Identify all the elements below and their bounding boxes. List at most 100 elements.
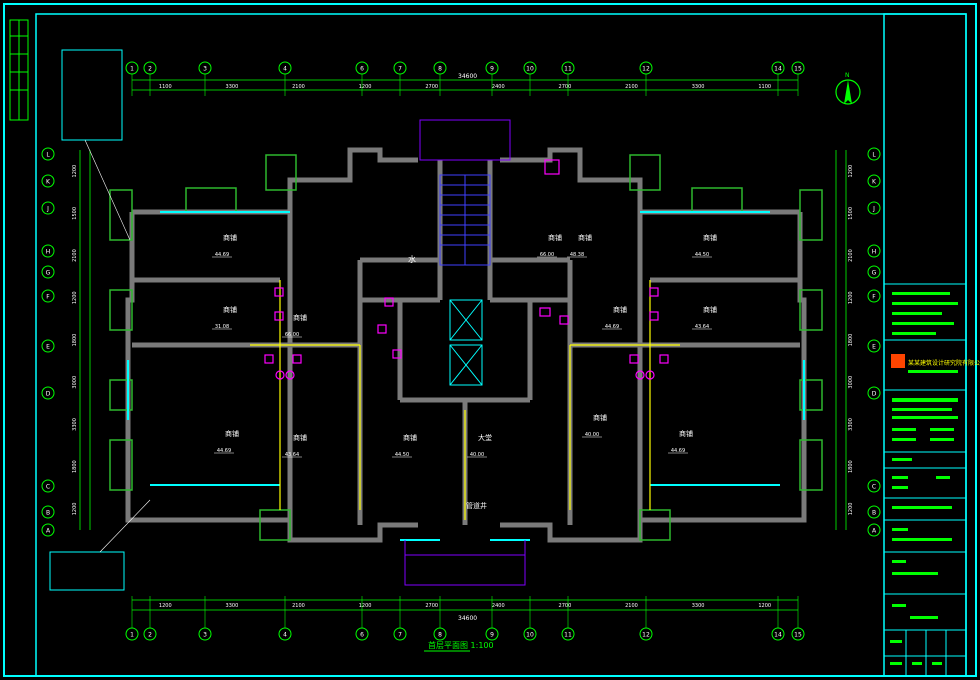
svg-text:15: 15 [794,632,802,639]
room-labels: 商铺44.69商铺31.08商铺44.69商铺43.64商铺44.50商铺66.… [212,233,717,458]
svg-text:A: A [46,528,51,535]
svg-text:商铺: 商铺 [225,429,239,438]
axis-bubble-right: K [867,174,881,188]
overall-dimension-top: 34600 [458,73,477,80]
dimension-label: 2100 [72,249,78,262]
svg-text:4: 4 [283,632,287,639]
svg-text:44.50: 44.50 [395,452,409,458]
sanitary-fixtures [264,159,669,380]
svg-text:J: J [872,206,875,213]
svg-text:8: 8 [438,66,442,73]
dimension-label: 1100 [159,84,172,90]
svg-text:8: 8 [438,632,442,639]
dimension-label: 2100 [292,603,305,609]
axis-bubble-right: J [867,201,881,215]
svg-text:商铺: 商铺 [613,305,627,314]
dimension-label: 1800 [848,334,854,347]
dimension-label: 2400 [492,603,505,609]
dimension-label: 1100 [758,84,771,90]
dimension-label: 1200 [359,603,372,609]
dimension-label: 1200 [848,503,854,516]
overall-dimension-bottom: 34600 [458,615,477,622]
dimension-label: 3000 [848,376,854,389]
svg-text:40.00: 40.00 [470,452,484,458]
svg-text:商铺: 商铺 [293,433,307,442]
svg-text:商铺: 商铺 [593,413,607,422]
svg-text:大堂: 大堂 [478,433,492,442]
water-label: 水 [408,254,416,264]
axis-bubble-left: E [41,339,55,353]
svg-text:66.00: 66.00 [540,252,554,258]
svg-text:D: D [872,391,877,398]
company-name: 某某建筑设计研究院有限公司 [908,359,980,367]
drawing-title: 首层平面图 1:100 [428,640,494,650]
dimension-label: 1800 [72,334,78,347]
svg-text:44.69: 44.69 [671,448,685,454]
svg-text:66.00: 66.00 [285,332,299,338]
svg-text:44.50: 44.50 [695,252,709,258]
axis-bubble-left: F [41,289,55,303]
svg-text:J: J [46,206,49,213]
room-label: 大堂 40.00 [467,433,492,458]
svg-text:C: C [46,484,50,491]
svg-text:1: 1 [130,632,134,639]
svg-text:L: L [872,152,876,159]
svg-text:B: B [872,510,876,517]
svg-text:F: F [46,294,50,301]
dimension-label: 1200 [848,165,854,178]
svg-text:商铺: 商铺 [403,433,417,442]
dimension-label: 2700 [425,84,438,90]
axis-bubble-left: A [41,523,55,537]
axis-bubble-left: L [41,147,55,161]
svg-text:C: C [872,484,876,491]
svg-text:6: 6 [360,66,364,73]
dimension-label: 2400 [492,84,505,90]
axis-bubble-left: G [41,265,55,279]
svg-text:H: H [46,249,51,256]
svg-text:商铺: 商铺 [679,429,693,438]
axis-bubble-right: L [867,147,881,161]
svg-text:44.69: 44.69 [215,252,229,258]
dimension-label: 3300 [692,603,705,609]
axis-bubble-right: G [867,265,881,279]
svg-text:44.69: 44.69 [605,324,619,330]
left-stamp-strip [9,19,29,121]
axis-bubble-right: H [867,244,881,258]
windows [127,211,805,541]
svg-text:4: 4 [283,66,287,73]
company-logo [891,354,905,368]
svg-text:3: 3 [203,632,207,639]
svg-text:14: 14 [774,66,782,73]
dimension-label: 2700 [559,603,572,609]
entrance-canopy [404,119,526,586]
svg-text:7: 7 [398,632,402,639]
svg-text:43.64: 43.64 [695,324,709,330]
axis-bubble-right: F [867,289,881,303]
room-label: 商铺 44.50 [392,433,417,458]
dimension-label: 2700 [425,603,438,609]
north-arrow-icon: N [835,72,861,105]
dimension-label: 1200 [359,84,372,90]
svg-text:10: 10 [526,632,534,639]
dimension-label: 3300 [72,418,78,431]
svg-text:N: N [845,72,850,79]
dimension-label: 3000 [72,376,78,389]
building-outline [125,147,807,543]
dimension-lines [79,79,847,611]
dimension-label: 1200 [848,291,854,304]
axis-bubble-left: K [41,174,55,188]
bay-windows [109,154,823,541]
svg-text:B: B [46,510,50,517]
dimension-label: 1200 [72,165,78,178]
svg-text:14: 14 [774,632,782,639]
dimension-label: 3300 [848,418,854,431]
axis-bubble-right: C [867,479,881,493]
